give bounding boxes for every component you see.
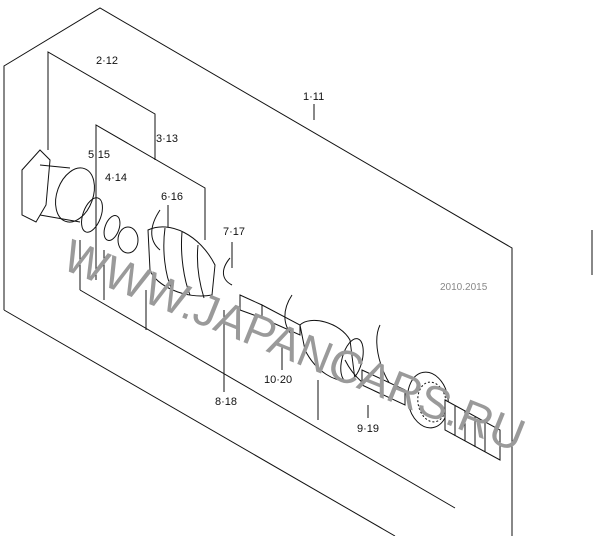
watermark: WWW.JAPANCARS.RU [56, 229, 532, 462]
outer-boot [299, 319, 364, 382]
callout-10-20[interactable]: 10·20 [264, 374, 292, 386]
callout-4-14[interactable]: 4·14 [105, 172, 127, 184]
axle-shaft [239, 294, 301, 336]
callout-2-12[interactable]: 2·12 [96, 55, 118, 67]
bracket-2-12 [47, 51, 156, 160]
outer-cv-joint [361, 369, 501, 461]
callout-6-16[interactable]: 6·16 [161, 191, 183, 203]
callout-7-17[interactable]: 7·17 [223, 226, 245, 238]
assembly-outline [3, 7, 513, 536]
inner-boot [147, 226, 216, 299]
outer-housing [21, 149, 95, 223]
watermark-stamp: 2010.2015 [440, 282, 488, 293]
callout-5-15[interactable]: 5·15 [88, 149, 110, 161]
callout-1-11[interactable]: 1·11 [303, 91, 324, 103]
assembly-outline-bottom [3, 309, 396, 536]
tripod-joint [117, 226, 139, 254]
bottom-bracket [79, 289, 456, 509]
callout-3-13[interactable]: 3·13 [156, 133, 178, 145]
callout-8-18[interactable]: 8·18 [215, 396, 237, 408]
boot-clamp-small [223, 257, 233, 286]
snap-ring [81, 197, 103, 233]
boot-clamp [151, 209, 161, 251]
bracket-3-13 [95, 124, 206, 280]
circlip [103, 215, 121, 241]
callout-9-19[interactable]: 9·19 [357, 423, 379, 435]
boot-clamp [284, 294, 293, 336]
